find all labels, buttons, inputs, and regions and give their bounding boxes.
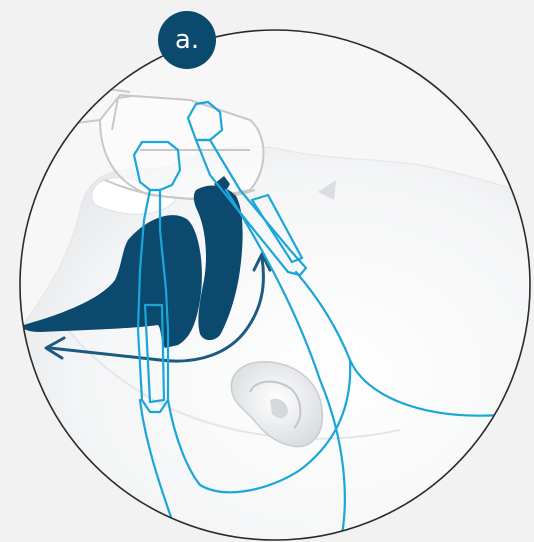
figure-label-badge: a. [158, 11, 216, 69]
figure-label-text: a. [175, 27, 199, 53]
